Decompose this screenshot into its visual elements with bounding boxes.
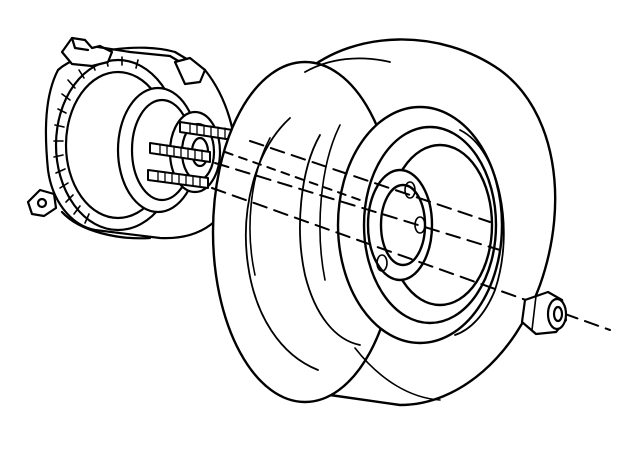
lug-hole: [404, 181, 416, 199]
centerline-hub: [224, 151, 361, 201]
tire-and-wheel-assembly: [211, 38, 557, 407]
wheel-lug-nut: [520, 290, 568, 336]
lug-hole: [376, 254, 388, 272]
wheel-stud: [149, 142, 211, 163]
hub-and-rotor-assembly: [26, 36, 237, 240]
wheel-stud: [147, 169, 209, 189]
centerline-middle: [214, 162, 501, 251]
tone-ring-teeth: [53, 56, 139, 224]
centerline-upper: [249, 140, 491, 223]
